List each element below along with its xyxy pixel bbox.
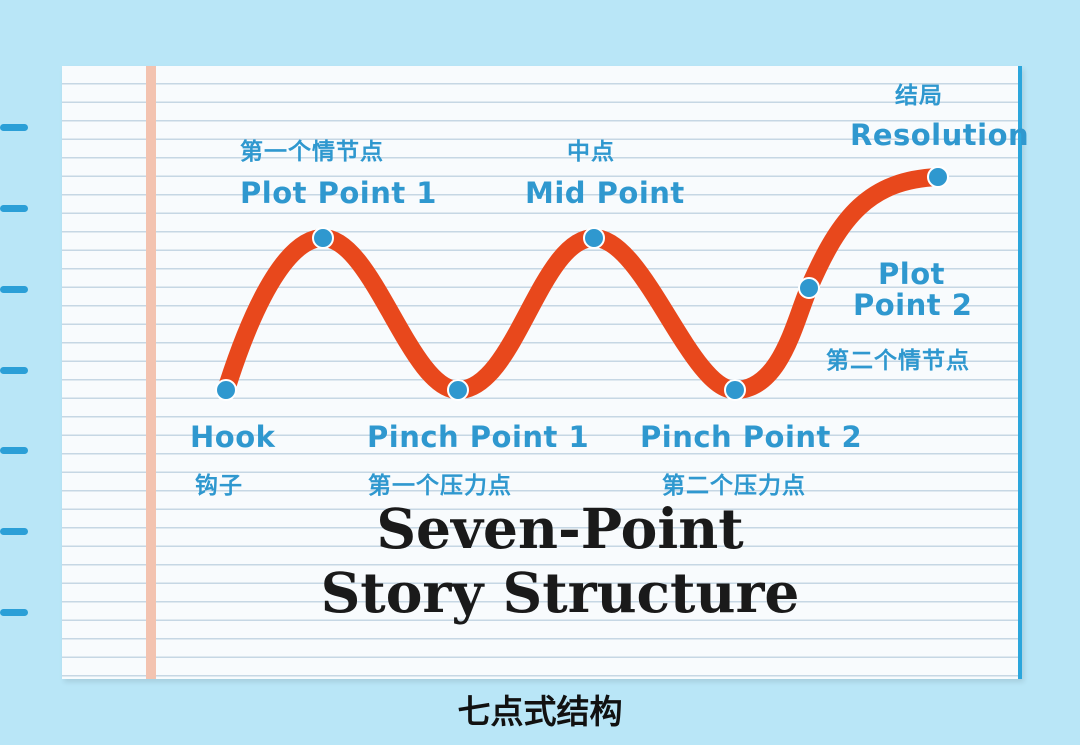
pinch-point-1-label: Pinch Point 1 <box>367 420 590 454</box>
diagram-title-line-2: Story Structure <box>320 560 800 625</box>
plot-point-2-label-zh: 第二个情节点 <box>826 348 970 374</box>
mid-point-label: Mid Point <box>525 176 685 210</box>
diagram-title: Seven-Point Story Structure <box>0 497 1080 625</box>
binding-hole <box>20 604 38 622</box>
binding-ring <box>0 528 28 535</box>
pinch-point-2-label: Pinch Point 2 <box>640 420 863 454</box>
plot-point-2-node <box>798 277 820 299</box>
notebook-paper <box>62 66 1022 679</box>
binding-hole <box>20 523 38 541</box>
plot-point-1-label: Plot Point 1 <box>240 176 437 210</box>
binding-ring <box>0 367 28 374</box>
binding-hole <box>20 362 38 380</box>
hook-node <box>215 379 237 401</box>
hook-label-zh: 钩子 <box>195 473 243 499</box>
pinch-point-1-node <box>447 379 469 401</box>
binding-hole <box>20 119 38 137</box>
binding-ring <box>0 205 28 212</box>
binding-ring <box>0 286 28 293</box>
diagram-title-line-1: Seven-Point <box>376 496 744 561</box>
pinch-point-2-label-zh: 第二个压力点 <box>662 473 806 499</box>
caption: 七点式结构 <box>457 692 623 731</box>
binding-hole <box>20 442 38 460</box>
mid-point-node <box>583 227 605 249</box>
binding-hole <box>20 200 38 218</box>
plot-point-1-node <box>312 227 334 249</box>
binding-ring <box>0 609 28 616</box>
resolution-label-zh: 结局 <box>895 83 943 109</box>
binding-hole <box>20 281 38 299</box>
hook-label: Hook <box>190 420 276 454</box>
resolution-node <box>927 166 949 188</box>
binding-ring <box>0 447 28 454</box>
pinch-point-2-node <box>724 379 746 401</box>
resolution-label: Resolution <box>850 118 1030 152</box>
plot-point-2-label-line1: Plot <box>878 257 945 291</box>
binding-ring <box>0 124 28 131</box>
plot-point-2-label-line2: Point 2 <box>853 288 973 322</box>
pinch-point-1-label-zh: 第一个压力点 <box>368 473 512 499</box>
plot-point-1-label-zh: 第一个情节点 <box>240 139 384 165</box>
margin-line <box>146 66 156 679</box>
mid-point-label-zh: 中点 <box>567 139 615 165</box>
